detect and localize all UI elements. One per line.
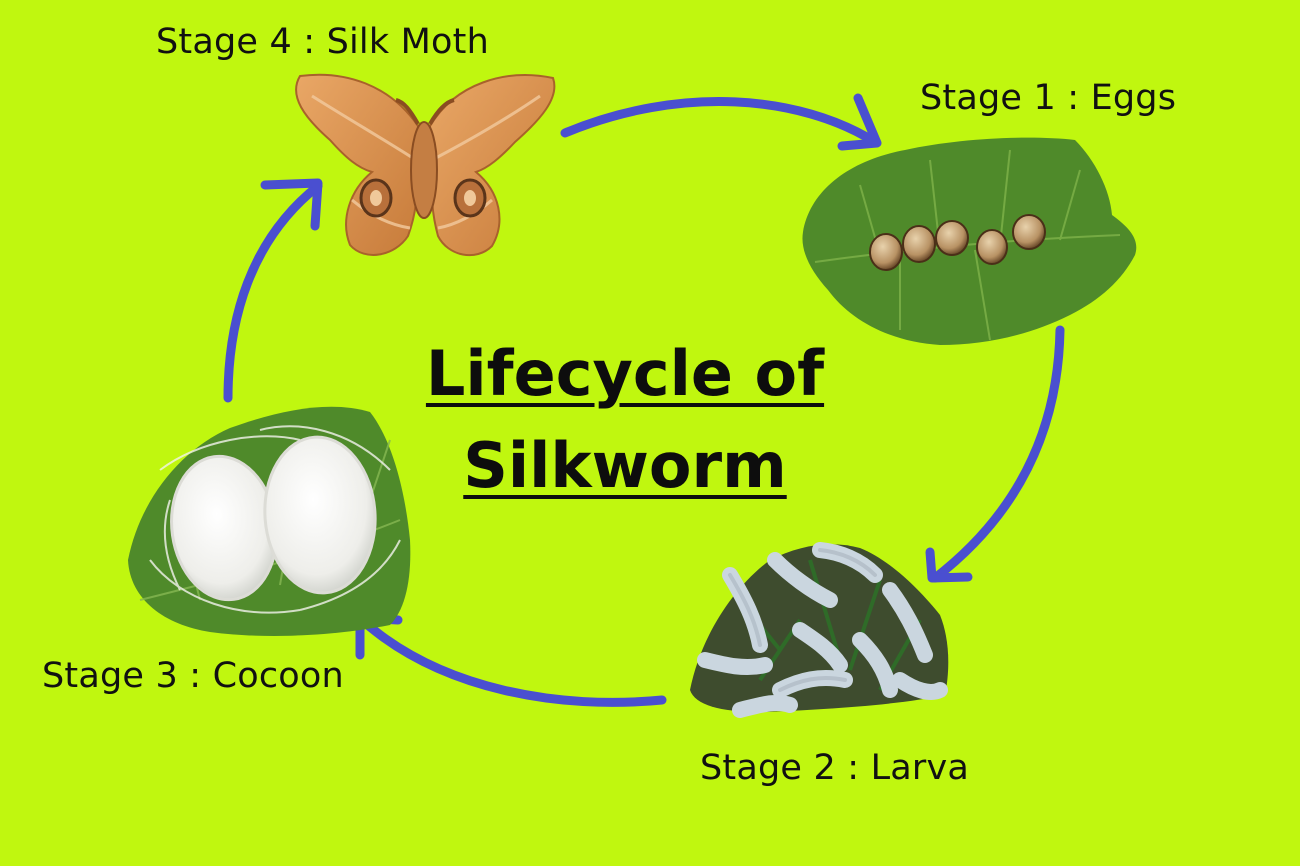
eggs-on-leaf-image (802, 137, 1137, 345)
arrow-eggs-to-larva (925, 325, 1065, 583)
title-line-1: Lifecycle of (425, 337, 825, 410)
silk-moth-image (295, 73, 556, 256)
cocoons-on-leaf-image (128, 406, 411, 636)
arrow-moth-to-eggs (560, 93, 882, 151)
stage-3-label: Stage 3 : Cocoon (42, 656, 344, 696)
stage-2-label: Stage 2 : Larva (700, 748, 970, 788)
stage-1-label: Stage 1 : Eggs (920, 78, 1177, 118)
stage-4-label: Stage 4 : Silk Moth (156, 22, 489, 62)
title-line-2: Silkworm (463, 429, 787, 502)
arrow-cocoon-to-moth (223, 178, 323, 403)
diagram-title: Lifecycle of Silkworm (360, 328, 890, 512)
larvae-on-leaves-image (690, 542, 949, 718)
arrow-larva-to-cocoon (355, 613, 667, 707)
